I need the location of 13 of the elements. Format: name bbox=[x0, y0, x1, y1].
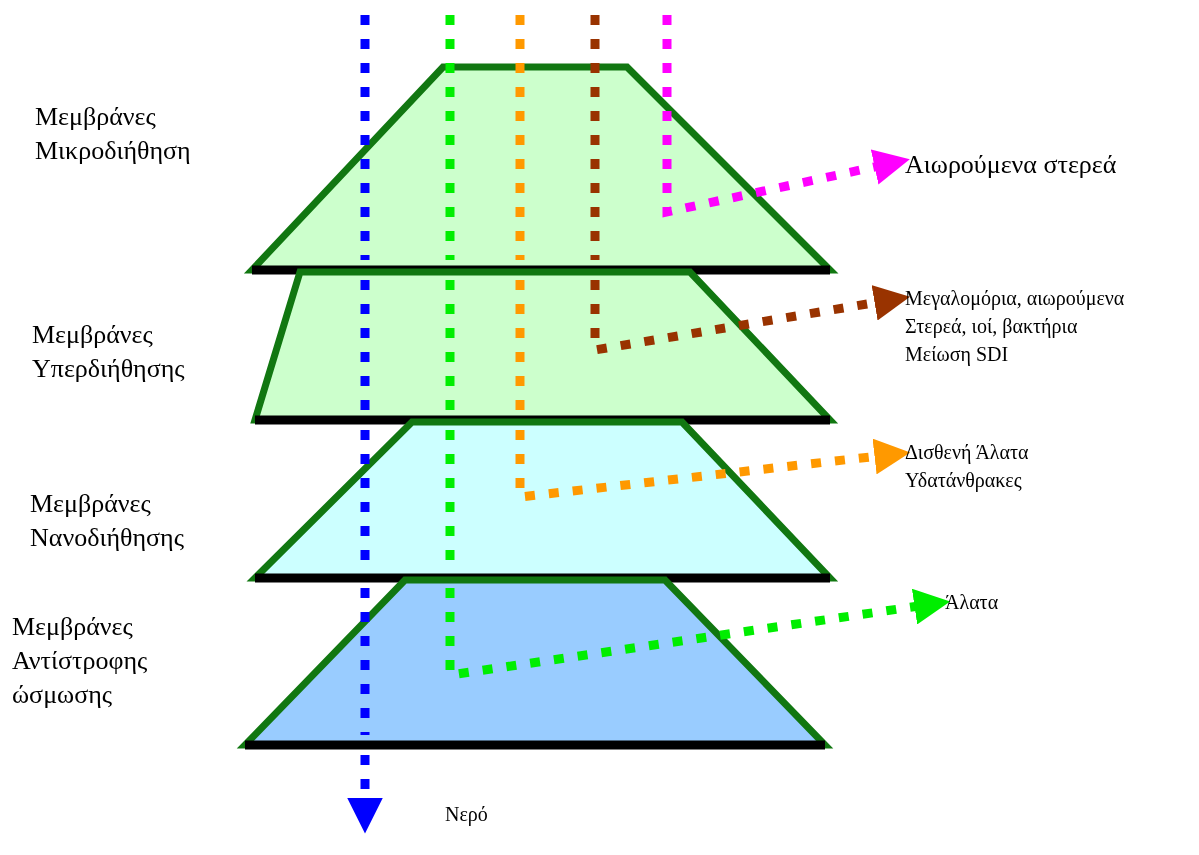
output-label: Άλατα bbox=[945, 590, 999, 615]
membrane-type-label: Μεμβράνες Νανοδιήθησης bbox=[30, 488, 185, 554]
output-label: Υδατάνθρακες bbox=[905, 468, 1022, 494]
output-label: Μείωση SDI bbox=[905, 342, 1009, 368]
output-label: Νερό bbox=[445, 802, 488, 828]
dotted-flow-arrow bbox=[662, 15, 910, 218]
membrane-type-label: Μεμβράνες Μικροδιήθηση bbox=[35, 101, 192, 167]
membrane-type-label: Μεμβράνες Αντίστροφης ώσμωσης bbox=[12, 611, 149, 711]
output-label: Μεγαλομόρια, αιωρούμενα bbox=[905, 286, 1125, 312]
output-label: Δισθενή Άλατα bbox=[905, 440, 1029, 466]
membrane-type-label: Μεμβράνες Υπερδιήθησης bbox=[32, 319, 186, 385]
output-label: Στερεά, ιοί, βακτήρια bbox=[905, 314, 1078, 340]
output-label: Αιωρούμενα στερεά bbox=[905, 149, 1117, 181]
